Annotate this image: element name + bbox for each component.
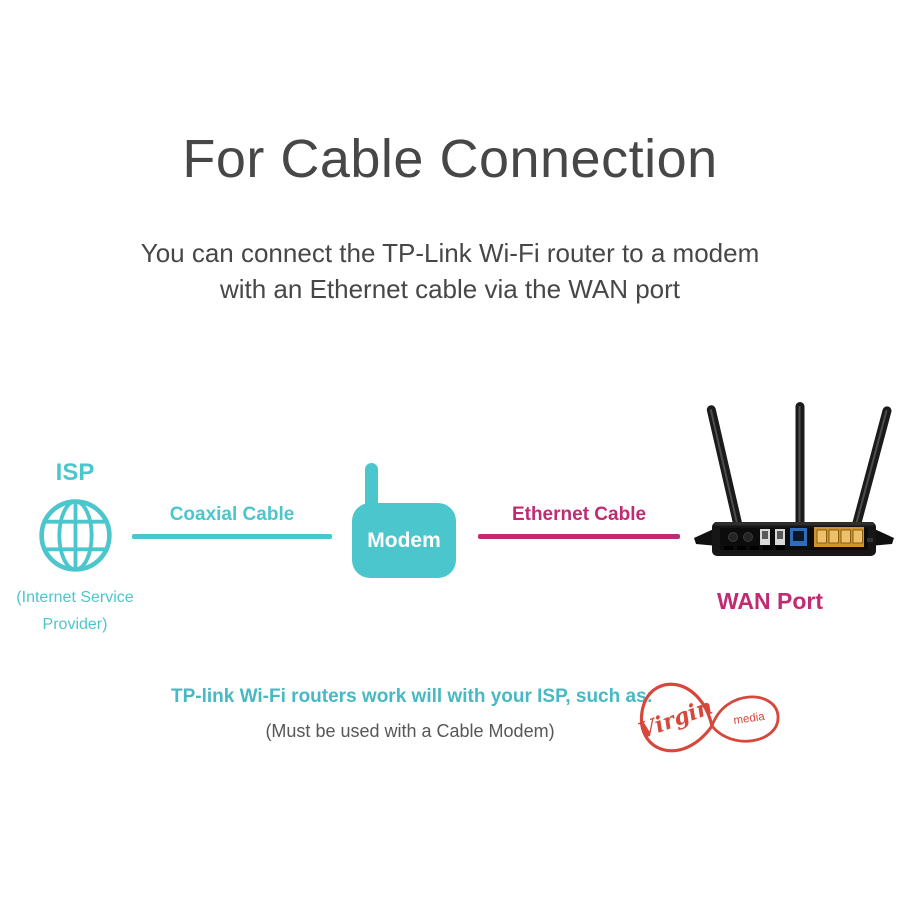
subtitle-line-2: with an Ethernet cable via the WAN port (219, 273, 681, 304)
footer-isp-note: TP-link Wi-Fi routers work will with you… (171, 686, 653, 707)
virgin-logo-right-loop (710, 695, 780, 743)
isp-label: ISP (55, 459, 95, 486)
router-image (694, 402, 894, 556)
modem-box: Modem (352, 503, 456, 578)
usb-ports (760, 529, 785, 545)
ethernet-cable-line (478, 534, 680, 539)
modem-label: Modem (367, 528, 441, 552)
coaxial-cable-label: Coaxial Cable (169, 504, 295, 525)
router-antennas (706, 402, 892, 537)
lan-ports (814, 527, 864, 547)
subtitle-line-1: You can connect the TP-Link Wi-Fi router… (140, 238, 760, 268)
ethernet-cable-label: Ethernet Cable (511, 504, 647, 525)
wan-port-label: WAN Port (716, 588, 824, 614)
page-subtitle: You can connect the TP-Link Wi-Fi router… (0, 236, 900, 308)
reset-button (867, 538, 873, 542)
isp-sublabel: (Internet Service Provider) (0, 584, 150, 638)
isp-sublabel-line-1: (Internet Service (16, 589, 134, 606)
wan-port (790, 528, 807, 546)
router-buttons (728, 532, 753, 542)
globe-icon (39, 499, 112, 572)
page-title: For Cable Connection (182, 129, 718, 189)
isp-sublabel-line-2: Provider) (42, 616, 108, 634)
router-vents (724, 546, 785, 550)
virgin-media-logo: Virgin media (635, 682, 780, 753)
virgin-logo-left-loop (639, 682, 714, 753)
virgin-logo-media-word: media (733, 711, 766, 727)
coaxial-cable-line (132, 534, 332, 539)
footer-modem-note: (Must be used with a Cable Modem) (265, 721, 555, 741)
